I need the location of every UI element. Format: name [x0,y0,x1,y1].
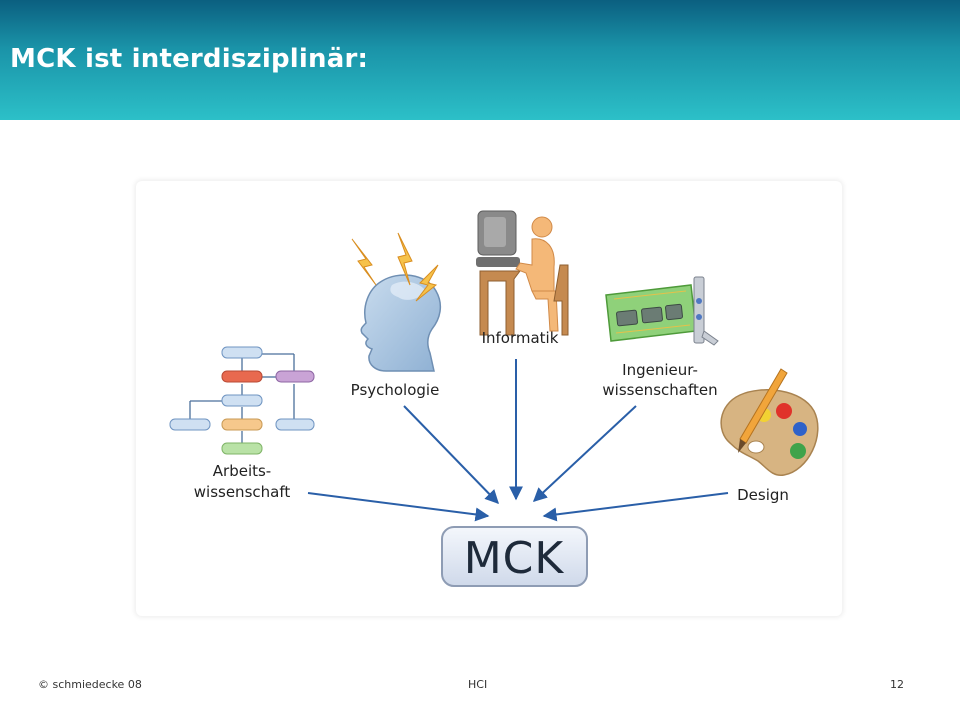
node-psychologie: Psychologie [351,381,440,399]
arrow-ingenieur [532,405,637,502]
interdisciplinary-diagram: MCK Arbeits- [169,210,819,587]
circuit-board-icon [605,276,719,346]
footer-copyright: © schmiedecke 08 [38,678,142,691]
node-arbeit-line1: Arbeits- [213,462,271,480]
arrow-design [542,492,729,522]
computer-user-icon [476,210,569,336]
node-ingenieur-line1: Ingenieur- [622,361,698,379]
node-ingenieur-line2: wissenschaften [602,381,717,399]
arrow-psychologie [403,405,499,505]
slide-title: MCK ist interdisziplinär: [10,44,369,74]
node-arbeit-line2: wissenschaft [194,483,291,501]
head-lightning-icon [351,232,442,372]
flowchart-icon [169,346,315,455]
footer-course: HCI [468,678,488,691]
arrows [307,359,729,522]
mck-node: MCK [441,526,588,587]
footer-page-number: 12 [890,678,904,691]
mck-label: MCK [464,533,565,584]
node-design: Design [737,486,789,504]
node-informatik: Informatik [482,329,559,347]
slide-header: MCK ist interdisziplinär: [0,0,960,120]
diagram-panel: MCK Arbeits- [136,181,842,616]
paint-palette-icon [720,368,819,476]
arrow-arbeit [307,492,490,522]
